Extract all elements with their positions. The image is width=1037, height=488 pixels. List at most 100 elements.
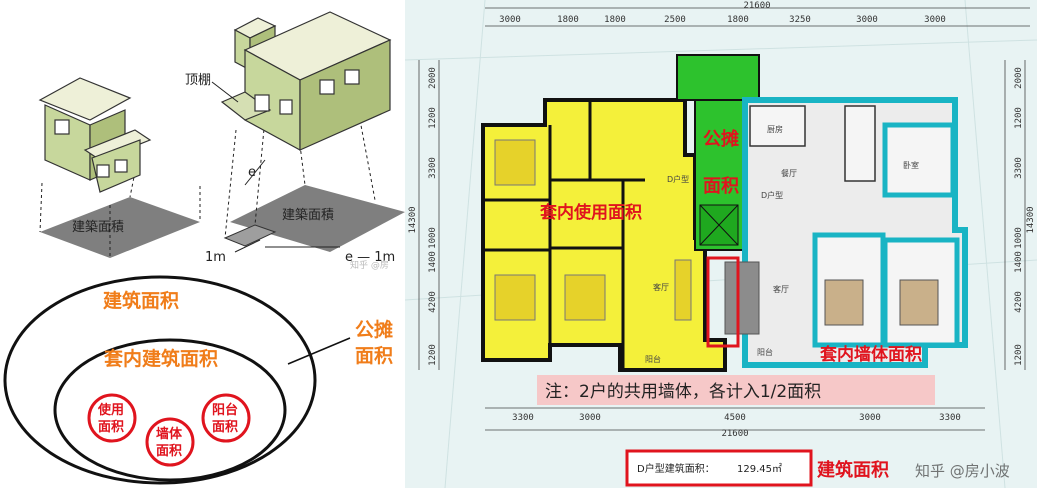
bottom-dim-value: 4500 [724, 413, 746, 423]
top-dim-value: 1800 [727, 15, 749, 25]
label-shared-area-line1: 公摊 [703, 128, 739, 150]
note-text: 注：2户的共用墙体，各计入1/2面积 [545, 382, 821, 402]
left-unit-yellow [481, 98, 727, 372]
label-use-area-line1: 使用 [97, 402, 124, 418]
label-unit-building-area: 套内建筑面积 [103, 347, 218, 370]
right-dim-value: 1400 [1014, 251, 1024, 273]
top-dim-value: 2500 [664, 15, 686, 25]
floor-plan: 21600 3000 1800 1800 2500 1800 3250 3000 3000 1… [405, 0, 1037, 488]
nesting-ellipses: 建筑面积 套内建筑面积 公摊 面积 使用 面积 墙体 面积 阳台 面积 [3, 275, 393, 485]
right-dim-value: 1200 [1014, 344, 1024, 366]
label-balcony-area-line1: 阳台 [212, 402, 238, 418]
right-total-dim: 14300 [1026, 206, 1036, 233]
bottom-dimension-lines [485, 407, 985, 431]
left-dim-value: 1000 [428, 227, 438, 249]
shared-area-leader [287, 337, 351, 365]
left-dim-value: 1400 [428, 251, 438, 273]
left-dimension-values: 2000 1200 3300 1000 1400 4200 1200 [428, 67, 438, 366]
right-unit-teal [724, 97, 968, 368]
top-dim-value: 3000 [924, 15, 946, 25]
isometric-diagram-panel: 建築面積 顶棚 e 建築面積 1m e — 1m [0, 0, 405, 270]
ground-plate-left [40, 197, 200, 258]
label-unit-wall-area: 套内墙体面积 [819, 344, 922, 365]
circle-use-area [87, 393, 137, 443]
label-building-area: 建筑面积 [103, 289, 179, 312]
room-label-d-type-right: D户型 [761, 190, 783, 200]
side-dimension-lines [418, 60, 1026, 370]
bottom-dim-value: 3300 [512, 413, 534, 423]
label-wall-area-line2: 面积 [156, 443, 182, 459]
room-label-d-type-left: D户型 [667, 174, 689, 184]
room-label-bedroom: 卧室 [903, 160, 919, 170]
right-dim-value: 3300 [1014, 157, 1024, 179]
label-wall-area-line1: 墙体 [156, 426, 183, 442]
shared-core-green [676, 54, 760, 251]
e-label: e [248, 165, 256, 180]
left-dim-value: 1200 [428, 344, 438, 366]
top-dimension-values: 3000 1800 1800 2500 1800 3250 3000 3000 [499, 15, 946, 25]
right-dim-value: 1000 [1014, 227, 1024, 249]
floor-plan-panel: 21600 3000 1800 1800 2500 1800 3250 3000 3000 1… [405, 0, 1037, 488]
top-dimension-chain [485, 7, 1030, 27]
room-label-dining: 餐厅 [781, 169, 797, 178]
canopy-plate [223, 224, 277, 247]
circle-balcony-area [201, 393, 251, 443]
projection-lines-right [224, 117, 376, 239]
label-use-area-line2: 面积 [98, 419, 124, 435]
ground-plate-right [230, 185, 405, 252]
canopy-label: 顶棚 [185, 73, 211, 88]
left-total-dim: 14300 [408, 206, 418, 233]
plan-watermark: 知乎 @房小波 [915, 462, 1010, 480]
room-label-living-right: 客厅 [773, 284, 789, 294]
label-shared-area-line2: 面积 [355, 345, 393, 367]
right-dimension-values: 2000 1200 3300 1000 1400 4200 1200 [1014, 67, 1024, 366]
label-building-area-plan: 建筑面积 [817, 459, 889, 481]
outer-ellipse-building-area [3, 275, 317, 485]
bottom-dimension-values: 3300 3000 4500 3000 3300 [512, 413, 961, 423]
top-dim-value: 1800 [604, 15, 626, 25]
note-band [537, 375, 935, 405]
isometric-illustration: 建築面積 顶棚 e 建築面積 1m e — 1m [38, 11, 405, 270]
unit-area-caption: D户型建筑面积： [637, 462, 715, 475]
bottom-dim-value: 3000 [859, 413, 881, 423]
label-balcony-area-line2: 面积 [212, 419, 238, 435]
house-left-area-label: 建築面積 [72, 220, 124, 235]
left-dim-value: 4200 [428, 291, 438, 313]
right-dim-value: 1200 [1014, 107, 1024, 129]
inner-ellipse-unit-area [53, 338, 287, 482]
left-dim-value: 3300 [428, 157, 438, 179]
top-dim-value: 1800 [557, 15, 579, 25]
label-shared-area-line1: 公摊 [355, 318, 393, 341]
top-dim-value: 3250 [789, 15, 811, 25]
unit-area-value: 129.45㎡ [737, 463, 782, 475]
label-shared-area-line2: 面积 [703, 176, 739, 197]
house-right-area-label: 建築面積 [282, 208, 334, 223]
house-left [38, 77, 152, 193]
top-dim-value: 3000 [856, 15, 878, 25]
right-dim-value: 4200 [1014, 291, 1024, 313]
shared-wall-highlight [706, 256, 740, 348]
label-unit-use-area: 套内使用面积 [539, 202, 642, 223]
bottom-dim-value: 3300 [939, 413, 961, 423]
unit-area-box [625, 449, 813, 487]
left-dim-value: 2000 [428, 67, 438, 89]
e-dimension-line [244, 159, 266, 186]
house-right [220, 11, 392, 152]
bottom-dim-value: 3000 [579, 413, 601, 423]
room-label-kitchen: 厨房 [767, 124, 783, 134]
room-label-living-left: 客厅 [653, 282, 669, 292]
iso-watermark: 知乎 @房 [350, 259, 389, 270]
canopy-leader [211, 81, 239, 103]
projection-lines-left [39, 171, 201, 258]
top-dim-value: 3000 [499, 15, 521, 25]
area-nesting-diagram: 建筑面积 套内建筑面积 公摊 面积 使用 面积 墙体 面积 阳台 面积 [0, 272, 405, 488]
dimension-e-minus-1m: e — 1m [345, 250, 395, 265]
dimension-1m: 1m [205, 250, 226, 265]
top-total-dim: 21600 [743, 1, 770, 11]
room-label-balcony-right: 阳台 [757, 347, 773, 357]
room-label-balcony-left: 阳台 [645, 354, 661, 364]
left-dim-value: 1200 [428, 107, 438, 129]
bottom-total-dim: 21600 [721, 429, 748, 439]
dimension-1m-line [234, 239, 261, 253]
right-dim-value: 2000 [1014, 67, 1024, 89]
